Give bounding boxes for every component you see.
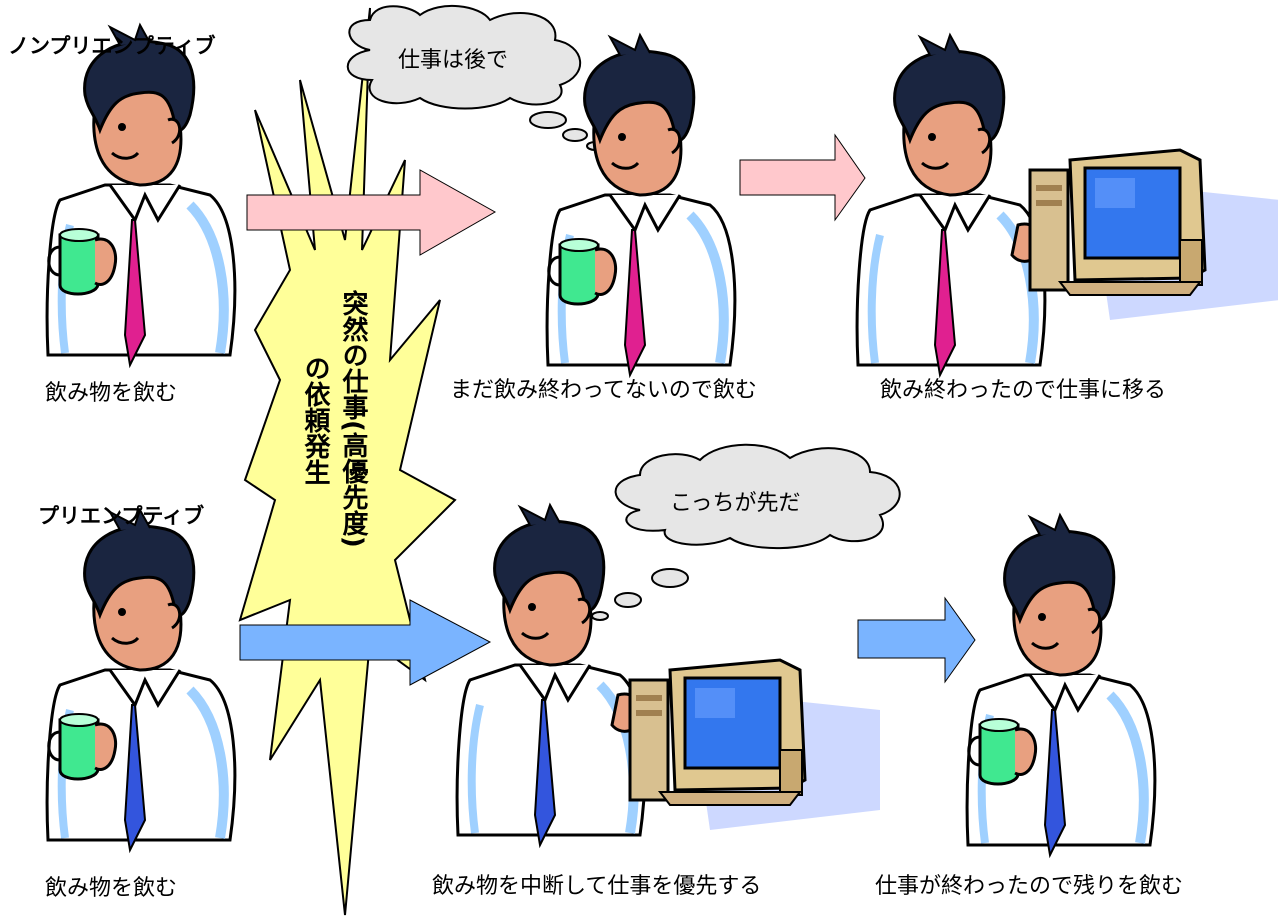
arrow-icon: [246, 169, 497, 256]
thought-cloud-icon: [346, 4, 604, 151]
caption-top-3: 飲み終わったので仕事に移る: [880, 378, 1167, 403]
arrow-icon: [857, 596, 976, 684]
businessman-icon: [547, 35, 735, 379]
row-title-nonpreemptive: ノンプリエンプティブ: [8, 34, 216, 58]
thought-text-top: 仕事は後で: [398, 48, 509, 73]
event-text-line1: 突然の仕事(高優先度): [338, 290, 368, 548]
arrow-icon: [739, 133, 866, 222]
computer-icon: [628, 658, 882, 832]
mug-icon: [47, 227, 118, 296]
businessman-icon: [857, 35, 1045, 379]
caption-top-2: まだ飲み終わってないので飲む: [450, 378, 757, 403]
caption-bottom-2: 飲み物を中断して仕事を優先する: [432, 874, 762, 899]
arrow-icon: [239, 599, 492, 686]
mug-icon: [547, 237, 618, 306]
businessman-icon: [457, 505, 645, 849]
row-title-preemptive: プリエンプティブ: [38, 504, 205, 528]
event-text-line2: の依頼発生: [300, 355, 330, 485]
mug-icon: [967, 717, 1038, 786]
caption-top-1: 飲み物を飲む: [45, 381, 178, 406]
thought-cloud-icon: [591, 443, 901, 621]
caption-bottom-1: 飲み物を飲む: [45, 876, 178, 901]
businessman-icon: [967, 515, 1155, 859]
burst-icon: [238, 7, 457, 916]
mug-icon: [47, 712, 118, 781]
thought-text-bottom: こっちが先だ: [670, 491, 801, 516]
businessman-icon: [47, 510, 235, 854]
caption-bottom-3: 仕事が終わったので残りを飲む: [875, 874, 1184, 899]
businessman-icon: [47, 25, 235, 369]
computer-icon: [1028, 148, 1278, 322]
